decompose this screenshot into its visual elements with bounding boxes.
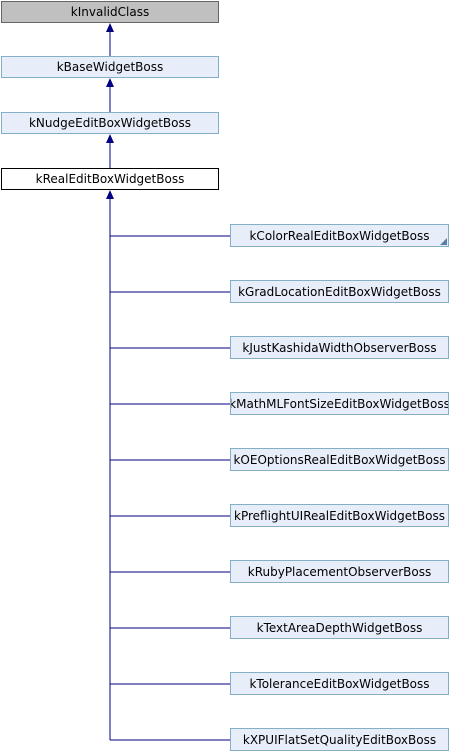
inheritance-arrowhead (106, 134, 114, 143)
node-krealeditboxwidgetboss: kRealEditBoxWidgetBoss (1, 168, 219, 190)
node-ktextareadepthwidgetboss[interactable]: kTextAreaDepthWidgetBoss (230, 616, 449, 639)
node-label: kNudgeEditBoxWidgetBoss (28, 116, 192, 130)
node-label: kOEOptionsRealEditBoxWidgetBoss (233, 452, 446, 467)
node-kinvalidclass[interactable]: kInvalidClass (1, 1, 219, 23)
node-knudgeeditboxwidgetboss[interactable]: kNudgeEditBoxWidgetBoss (1, 112, 219, 134)
node-kgradlocationeditboxwidgetboss[interactable]: kGradLocationEditBoxWidgetBoss (230, 280, 449, 303)
node-label: kJustKashidaWidthObserverBoss (242, 340, 437, 355)
truncated-corner-icon (440, 238, 447, 245)
node-label: kRealEditBoxWidgetBoss (35, 172, 185, 186)
node-kcolorrealeditboxwidgetboss[interactable]: kColorRealEditBoxWidgetBoss (230, 224, 449, 247)
node-koeoptionsrealeditboxwidgetboss[interactable]: kOEOptionsRealEditBoxWidgetBoss (230, 448, 449, 471)
inheritance-arrowhead (106, 23, 114, 32)
node-label: kToleranceEditBoxWidgetBoss (249, 676, 430, 691)
node-label: kTextAreaDepthWidgetBoss (256, 620, 423, 635)
node-label: kBaseWidgetBoss (56, 60, 164, 74)
node-krubyplacementobserverboss[interactable]: kRubyPlacementObserverBoss (230, 560, 449, 583)
inheritance-arrowhead (106, 190, 114, 199)
node-label: kInvalidClass (70, 5, 150, 19)
node-label: kColorRealEditBoxWidgetBoss (249, 228, 430, 243)
node-label: kXPUIFlatSetQualityEditBoxBoss (242, 732, 437, 747)
node-ktoleranceeditboxwidgetboss[interactable]: kToleranceEditBoxWidgetBoss (230, 672, 449, 695)
node-label: kMathMLFontSizeEditBoxWidgetBoss (230, 396, 449, 411)
node-kpreflightuirealeditboxwidgetboss[interactable]: kPreflightUIRealEditBoxWidgetBoss (230, 504, 449, 527)
node-label: kPreflightUIRealEditBoxWidgetBoss (234, 508, 445, 523)
node-kjustkashidawidthobserverboss[interactable]: kJustKashidaWidthObserverBoss (230, 336, 449, 359)
node-kxpuiflatsetqualityeditboxboss[interactable]: kXPUIFlatSetQualityEditBoxBoss (230, 728, 449, 751)
node-kmathmlfontsizeeditboxwidgetboss[interactable]: kMathMLFontSizeEditBoxWidgetBoss (230, 392, 449, 415)
node-kbasewidgetboss[interactable]: kBaseWidgetBoss (1, 56, 219, 78)
node-label: kRubyPlacementObserverBoss (247, 564, 432, 579)
node-label: kGradLocationEditBoxWidgetBoss (238, 284, 441, 299)
inheritance-arrowhead (106, 78, 114, 87)
